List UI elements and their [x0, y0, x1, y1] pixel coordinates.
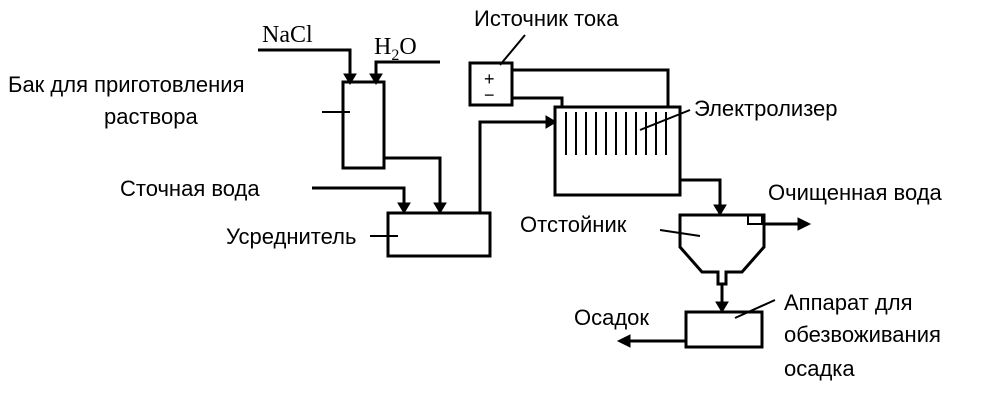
minus-sign: −: [484, 85, 495, 105]
dewatering-apparatus-block: [684, 310, 764, 349]
settler-label: Отстойник: [520, 212, 627, 237]
nacl-label: NaCl: [262, 22, 313, 48]
dewatering-label-line2: обезвоживания: [784, 322, 941, 347]
nacl-feed-arrow: [343, 73, 357, 85]
wastewater-label: Сточная вода: [120, 176, 260, 201]
treated-water-arrow: [797, 217, 812, 231]
treated-water-label: Очищенная вода: [768, 180, 942, 205]
plus-sign: +: [484, 69, 495, 89]
power-leader-line: [499, 34, 526, 66]
wastewater-arrow: [397, 202, 411, 214]
electrolyzer-to-settler-line: [680, 178, 722, 208]
equalizer-block: [386, 211, 492, 258]
electrolyzer-to-settler-arrow: [713, 204, 727, 216]
settler-block: [678, 213, 766, 286]
power-source-block: [468, 61, 514, 107]
solution-tank-block: [341, 80, 386, 170]
equalizer-to-electrolyzer-arrow: [545, 115, 557, 129]
nacl-feed-line: [258, 48, 352, 76]
electrolyzer-leader-line: [639, 109, 691, 131]
power-cable-top: [512, 68, 670, 107]
solution-tank-label-line1: Бак для приготовления: [8, 72, 245, 97]
water-label: H2O: [374, 34, 417, 64]
sludge-arrow: [616, 334, 631, 348]
dewatering-leader-line: [734, 299, 776, 319]
power-source-label: Источник тока: [474, 6, 619, 31]
equalizer-to-electrolyzer-line: [478, 120, 548, 213]
equalizer-label: Усреднитель: [226, 224, 357, 249]
electrolyzer-plates: [565, 112, 667, 155]
settler-overflow-box: [747, 214, 763, 225]
dewatering-label-line1: Аппарат для: [784, 290, 913, 315]
electrolyzer-label: Электролизер: [694, 96, 838, 121]
tank-to-equalizer-arrow: [433, 202, 447, 214]
wastewater-line: [312, 186, 406, 206]
power-cable-bottom: [512, 96, 564, 107]
solution-tank-label-line2: раствора: [104, 104, 198, 129]
electrolyzer-block: [553, 105, 682, 197]
water-feed-arrow: [369, 73, 383, 85]
settler-leader-line: [659, 229, 701, 237]
water-feed-line: [374, 60, 440, 76]
tank-to-equalizer-line: [384, 156, 442, 206]
dewatering-label-line3: осадка: [784, 356, 855, 381]
sludge-label: Осадок: [574, 305, 650, 330]
settler-to-dewatering-arrow: [715, 301, 729, 313]
